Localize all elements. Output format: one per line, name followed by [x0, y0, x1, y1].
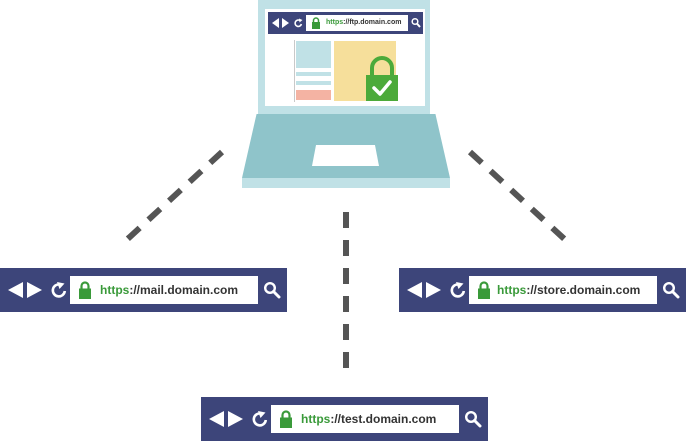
url-field[interactable]: [70, 276, 258, 304]
lock-icon: [280, 410, 292, 428]
url-https: https: [497, 283, 527, 297]
laptop-nav-icons: [272, 18, 303, 28]
content-line: [296, 81, 331, 85]
browser-bar-test: https://test.domain.com: [201, 397, 488, 441]
url-https: https: [301, 412, 331, 426]
url-domain: ://mail.domain.com: [129, 283, 239, 297]
nav-controls: [209, 411, 268, 427]
search-icon[interactable]: [263, 281, 281, 299]
search-icon[interactable]: [464, 410, 482, 428]
back-arrow-icon: [8, 282, 23, 298]
url-https: https: [100, 283, 130, 297]
laptop-url-text: https://ftp.domain.com: [326, 15, 401, 31]
url-text: https://test.domain.com: [301, 405, 436, 433]
search-icon[interactable]: [662, 281, 680, 299]
lock-icon: [312, 17, 320, 29]
url-field[interactable]: [469, 276, 657, 304]
url-text: https://mail.domain.com: [100, 276, 238, 304]
url-domain: ://store.domain.com: [526, 283, 641, 297]
search-icon[interactable]: [411, 17, 421, 29]
url-https: https: [326, 19, 344, 26]
laptop-url-field[interactable]: [306, 15, 408, 31]
url-field[interactable]: [271, 405, 459, 433]
nav-controls: [8, 282, 67, 298]
reload-icon: [450, 283, 466, 298]
connector-left: [117, 149, 225, 249]
browser-bar-mail: https://mail.domain.com: [0, 268, 287, 312]
forward-arrow-icon: [228, 411, 243, 427]
url-domain: ://ftp.domain.com: [343, 19, 402, 26]
forward-arrow-icon: [426, 282, 441, 298]
reload-icon: [51, 283, 67, 298]
browser-bar-store: https://store.domain.com: [399, 268, 686, 312]
padlock-check-icon: [366, 56, 398, 101]
back-arrow-icon: [209, 411, 224, 427]
url-domain: ://test.domain.com: [330, 412, 437, 426]
connector-right: [467, 149, 575, 249]
lock-icon: [79, 281, 91, 299]
reload-icon: [252, 412, 268, 427]
forward-arrow-icon: [27, 282, 42, 298]
nav-controls: [407, 282, 466, 298]
content-highlight-block: [296, 90, 331, 100]
content-line: [296, 72, 331, 76]
forward-arrow-icon: [282, 18, 289, 28]
laptop-trackpad: [312, 145, 379, 166]
back-arrow-icon: [407, 282, 422, 298]
back-arrow-icon: [272, 18, 279, 28]
url-text: https://store.domain.com: [497, 276, 640, 304]
content-image-block: [296, 41, 331, 68]
reload-icon: [294, 19, 303, 28]
lock-icon: [478, 281, 490, 299]
laptop-base-edge: [242, 178, 450, 188]
